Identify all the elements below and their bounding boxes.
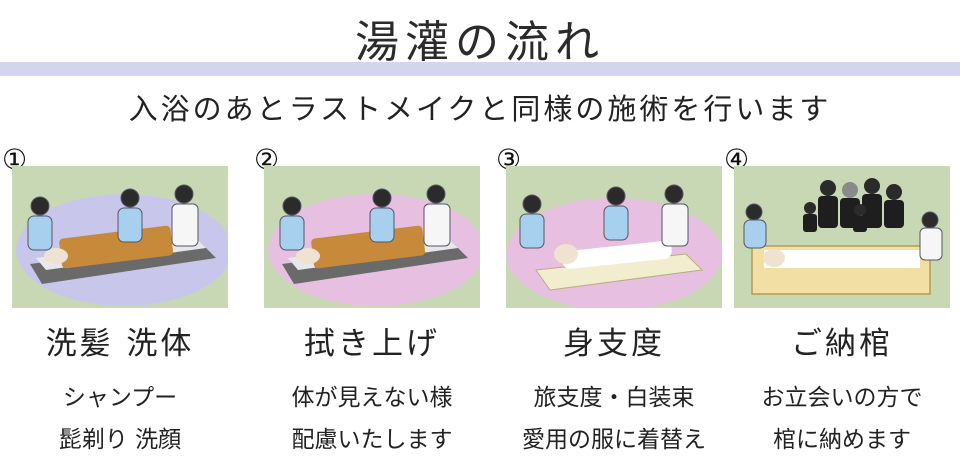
page-title: 湯灌の流れ — [355, 17, 605, 68]
step-label: 拭き上げ — [304, 326, 440, 362]
step-washing: ① 洗髪 洗体 シャンプー 髭剃り 洗顔 — [0, 146, 240, 468]
step-desc-line2: 配慮いたします — [291, 427, 453, 453]
step-dressing: ③ 身支度 旅支度・白装束 愛用の服に着替え — [494, 146, 734, 468]
step-desc-line1: 旅支度・白装束 — [533, 385, 695, 411]
step-label: ご納棺 — [791, 326, 893, 362]
step-desc-line2: 髭剃り 洗顔 — [58, 427, 182, 453]
step-desc-line2: 棺に納めます — [773, 427, 911, 453]
step-label: 身支度 — [563, 326, 665, 362]
step-drying: ② 拭き上げ 体が見えない様 配慮いたします — [252, 146, 492, 468]
title-divider — [0, 62, 960, 76]
drying-illustration — [264, 166, 480, 308]
step-desc-line2: 愛用の服に着替え — [522, 427, 706, 453]
step-desc-line1: 体が見えない様 — [291, 385, 453, 411]
dressing-illustration — [506, 166, 722, 308]
step-label: 洗髪 洗体 — [45, 326, 195, 362]
page-subtitle: 入浴のあとラストメイクと同様の施術を行います — [128, 92, 832, 126]
encoffining-illustration — [734, 166, 950, 308]
step-desc-line1: お立会いの方で — [761, 385, 923, 411]
step-desc-line1: シャンプー — [62, 385, 178, 411]
bathing-illustration — [12, 166, 228, 308]
step-encoffining: ④ ご納棺 お立会いの方で 棺に納めます — [722, 146, 960, 468]
